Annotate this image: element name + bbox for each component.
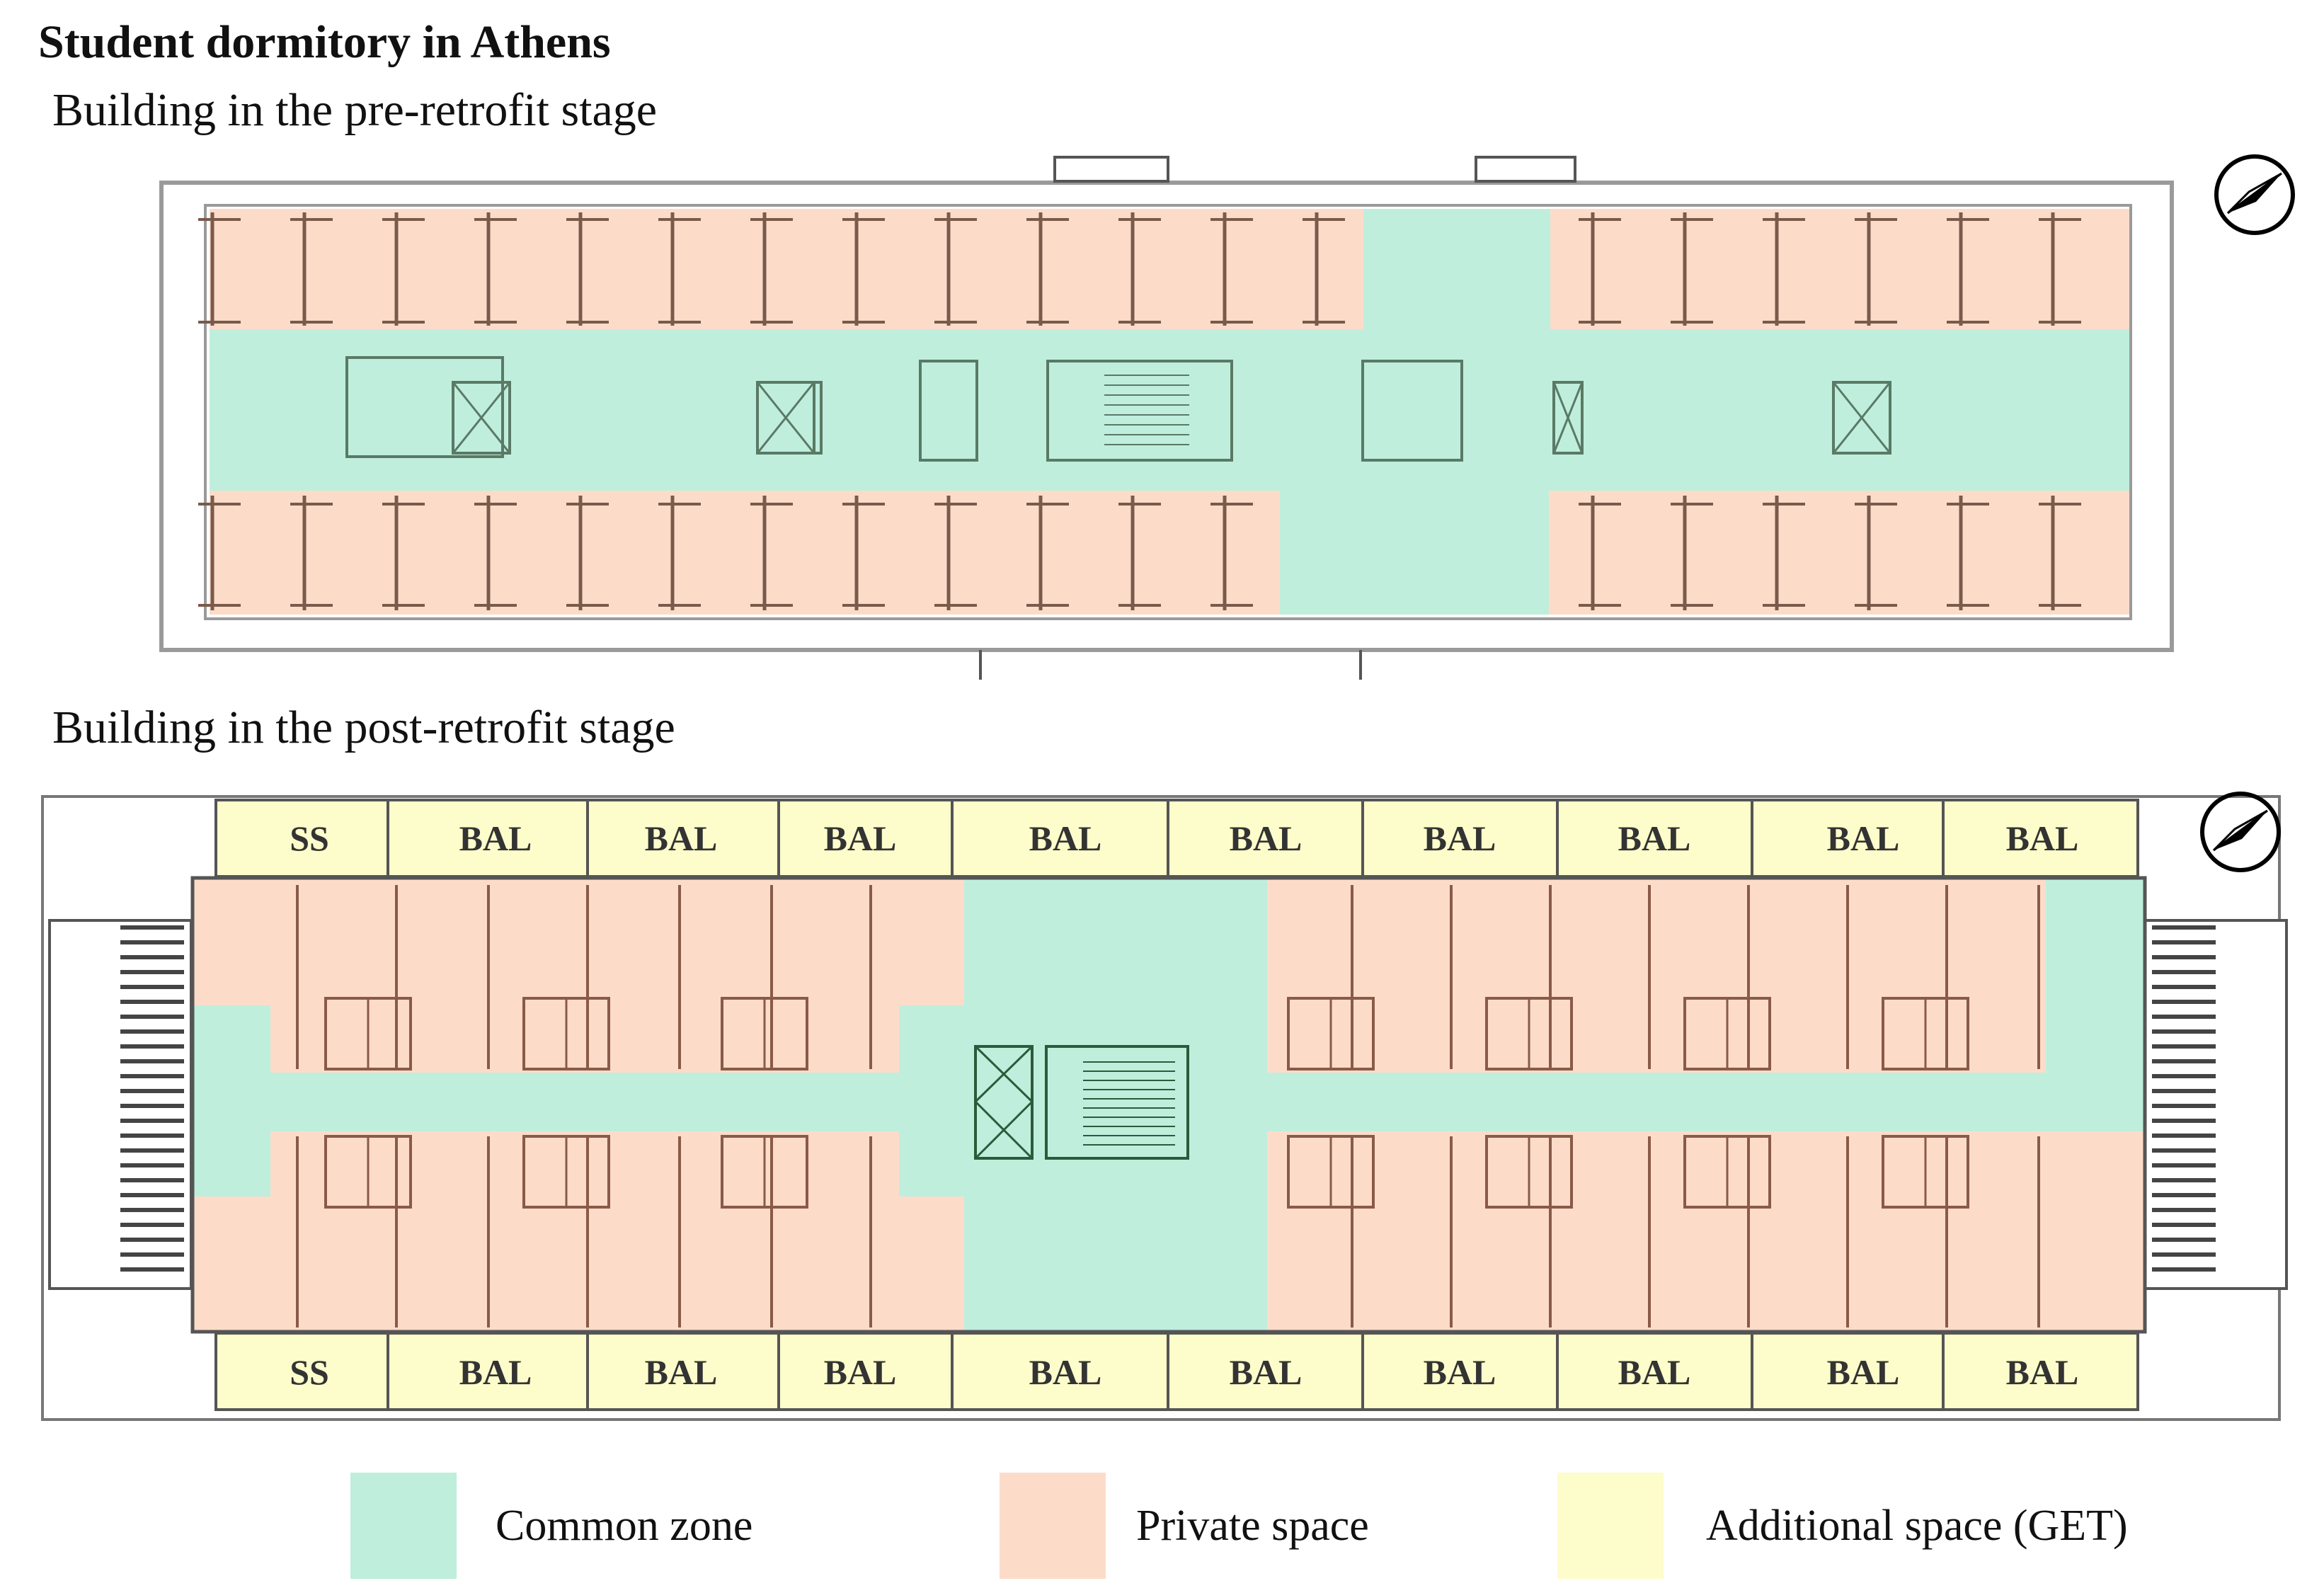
pre-stair-right	[1475, 156, 1576, 183]
balcony-label: SS	[290, 1352, 329, 1392]
balcony-label: BAL	[1424, 818, 1496, 858]
balcony-label: BAL	[645, 1352, 718, 1392]
balcony-label: BAL	[1618, 818, 1691, 858]
pre-room-walls	[198, 212, 2081, 610]
balcony-label: BAL	[1618, 1352, 1691, 1392]
pre-private-top-right	[1550, 209, 2129, 329]
pre-building-inner-outline	[204, 204, 2132, 620]
legend-label-common: Common zone	[496, 1502, 753, 1550]
post-common-lobby	[899, 1005, 1267, 1197]
post-private-bottom-left	[193, 1131, 964, 1332]
balcony-label: SS	[290, 818, 329, 858]
balcony-label: BAL	[1827, 818, 1900, 858]
post-private-bottom-right	[1267, 1131, 2145, 1332]
compass-icon	[2200, 792, 2281, 872]
legend-label-private: Private space	[1136, 1502, 1369, 1550]
legend-swatch-common	[350, 1473, 457, 1579]
post-additional-bottom-row	[214, 1332, 2139, 1411]
post-private-top-right	[1267, 878, 2046, 1073]
post-additional-top-row	[214, 799, 2139, 878]
pre-common-corridor	[210, 329, 2129, 491]
pre-stair-left	[1053, 156, 1169, 183]
figure-title: Student dormitory in Athens	[38, 16, 611, 68]
balcony-label: BAL	[2006, 1352, 2079, 1392]
legend-swatch-private	[1000, 1473, 1106, 1579]
pre-private-top-left	[210, 209, 1363, 329]
pre-common-top-center	[1363, 209, 1550, 329]
compass-icon	[2214, 154, 2295, 235]
post-bottom-balcony-labels: SS BAL BAL BAL BAL BAL BAL BAL BAL BAL	[290, 1352, 2078, 1392]
post-stair-hatching	[120, 925, 2216, 1272]
legend-swatch-additional	[1557, 1473, 1664, 1579]
balcony-label: BAL	[1230, 818, 1303, 858]
stairs-icon	[1045, 1045, 1189, 1160]
post-private-top-left	[193, 878, 964, 1073]
balcony-label: BAL	[1029, 818, 1102, 858]
balcony-label: BAL	[1424, 1352, 1496, 1392]
pre-common-bottom-center	[1280, 491, 1549, 615]
post-building-outline	[190, 876, 2147, 1334]
balcony-label: BAL	[459, 818, 532, 858]
post-core-stair-treads	[1083, 1061, 1175, 1146]
balcony-label: BAL	[1029, 1352, 1102, 1392]
post-top-balcony-labels: SS BAL BAL BAL BAL BAL BAL BAL BAL BAL	[290, 818, 2078, 858]
post-common-top-right	[2046, 878, 2145, 1073]
pre-private-bottom-right	[1549, 491, 2129, 615]
post-common-corridor-end-left	[193, 1005, 270, 1197]
balcony-label: BAL	[1230, 1352, 1303, 1392]
post-retrofit-label: Building in the post-retrofit stage	[52, 702, 675, 753]
post-room-walls	[296, 800, 2040, 1410]
balcony-label: BAL	[1827, 1352, 1900, 1392]
balcony-label: BAL	[645, 818, 718, 858]
balcony-label: BAL	[2006, 818, 2079, 858]
pre-core-elements	[345, 356, 1891, 462]
balcony-label: BAL	[824, 818, 897, 858]
balcony-label: BAL	[824, 1352, 897, 1392]
pre-private-bottom-left	[210, 491, 1280, 615]
balcony-label: BAL	[459, 1352, 532, 1392]
pre-retrofit-label: Building in the pre-retrofit stage	[52, 84, 658, 136]
legend-label-additional: Additional space (GET)	[1706, 1502, 2128, 1550]
